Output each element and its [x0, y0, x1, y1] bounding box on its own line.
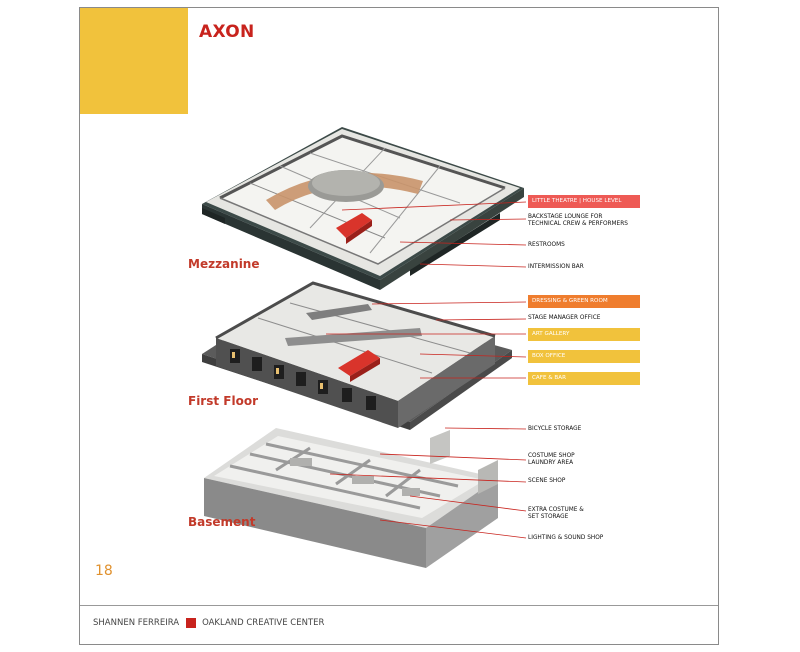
label-bicycle-storage: BICYCLE STORAGE	[528, 426, 582, 432]
label-costume-shop: COSTUME SHOP LAUNDRY AREA	[528, 453, 575, 466]
label-restrooms: RESTROOMS	[528, 242, 565, 248]
label-lighting-sound: LIGHTING & SOUND SHOP	[528, 535, 604, 541]
label-dressing-room: DRESSING & GREEN ROOM	[528, 295, 640, 308]
label-intermission-bar: INTERMISSION BAR	[528, 264, 584, 270]
footer: SHANNEN FERREIRA OAKLAND CREATIVE CENTER	[93, 618, 324, 628]
basement-level	[204, 428, 498, 568]
label-box-office: BOX OFFICE	[528, 350, 640, 363]
label-extra-costume: EXTRA COSTUME & SET STORAGE	[528, 507, 584, 520]
yellow-corner-block	[80, 8, 188, 114]
label-scene-shop: SCENE SHOP	[528, 478, 566, 484]
mezzanine-label: Mezzanine	[188, 257, 260, 271]
label-little-theatre: LITTLE THEATRE | HOUSE LEVEL	[528, 195, 640, 208]
basement-label: Basement	[188, 515, 256, 529]
mezzanine-level	[202, 127, 524, 290]
footer-author: SHANNEN FERREIRA	[93, 618, 180, 628]
page-number: 18	[95, 563, 113, 579]
footer-divider	[80, 605, 718, 606]
page-title: AXON	[199, 22, 255, 42]
label-stage-manager-office: STAGE MANAGER OFFICE	[528, 315, 601, 321]
label-art-gallery: ART GALLERY	[528, 328, 640, 341]
booklet-page: AXON	[79, 7, 719, 645]
label-cafe-bar: CAFE & BAR	[528, 372, 640, 385]
red-square-icon	[186, 618, 197, 628]
first-floor-level	[202, 281, 512, 430]
footer-project: OAKLAND CREATIVE CENTER	[202, 618, 325, 628]
first-floor-label: First Floor	[188, 394, 259, 408]
label-backstage-lounge: BACKSTAGE LOUNGE FOR TECHNICAL CREW & PE…	[528, 214, 628, 227]
callout-lines	[326, 201, 527, 539]
axon-drawing	[202, 127, 527, 568]
